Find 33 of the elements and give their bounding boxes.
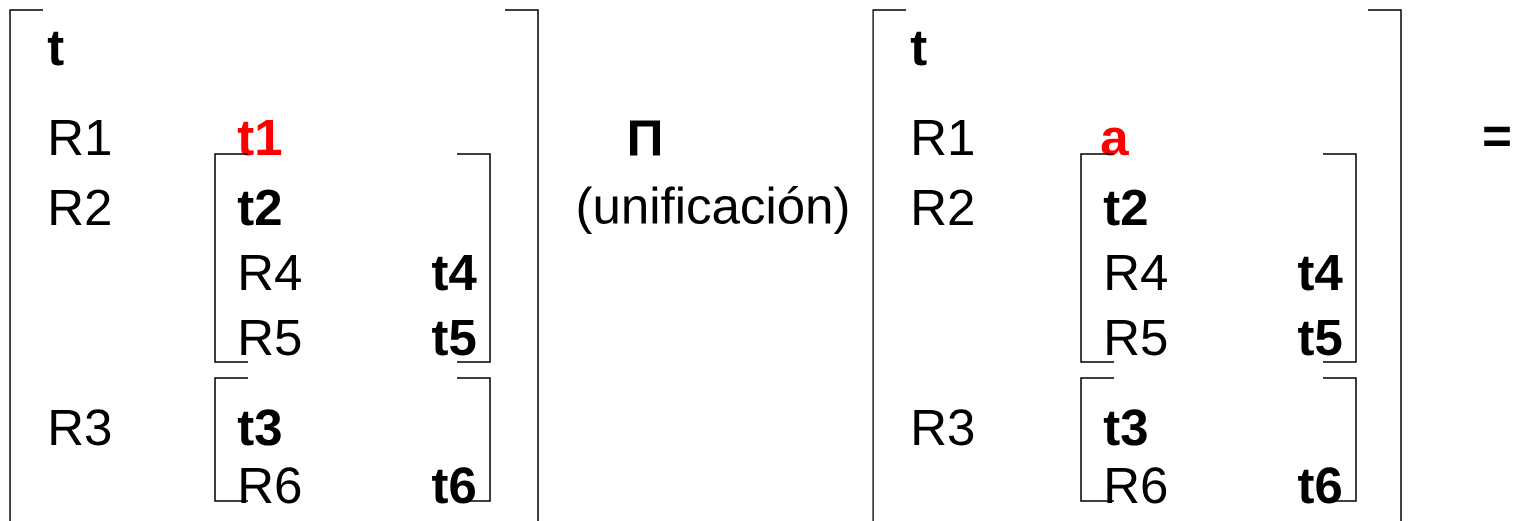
feature-label: R6 bbox=[1107, 467, 1167, 504]
feature-label: R3 bbox=[914, 409, 974, 446]
feature-value: t bbox=[910, 31, 927, 66]
feature-value: t bbox=[47, 31, 64, 66]
bracket-matrix bbox=[9, 9, 539, 521]
feature-value: t3 bbox=[1103, 409, 1147, 446]
feature-value: t5 bbox=[432, 319, 476, 356]
feature-label: R1 bbox=[51, 119, 110, 155]
feature-value: t6 bbox=[1298, 467, 1341, 504]
bracket-matrix bbox=[1080, 377, 1357, 502]
feature-label: R2 bbox=[914, 189, 973, 225]
equals-sign: = bbox=[1484, 126, 1510, 146]
bracket-matrix bbox=[872, 9, 1402, 521]
operator-symbol: Π bbox=[630, 120, 660, 156]
feature-label: R2 bbox=[51, 189, 110, 225]
feature-value: t4 bbox=[432, 254, 477, 291]
feature-value: t3 bbox=[237, 409, 281, 446]
operator-caption: (unificación) bbox=[578, 185, 848, 235]
feature-value: a bbox=[1101, 127, 1129, 156]
feature-value: t4 bbox=[1298, 254, 1343, 291]
feature-label: R1 bbox=[914, 119, 973, 155]
feature-label: R4 bbox=[241, 254, 301, 290]
feature-value: t1 bbox=[237, 119, 282, 156]
feature-value: t2 bbox=[237, 189, 281, 226]
feature-value: t2 bbox=[1103, 189, 1147, 226]
feature-label: R5 bbox=[1107, 319, 1167, 356]
feature-label: R5 bbox=[241, 319, 301, 356]
feature-label: R6 bbox=[241, 467, 301, 504]
feature-value: t5 bbox=[1298, 319, 1342, 356]
feature-label: R4 bbox=[1107, 254, 1167, 290]
feature-label: R3 bbox=[51, 409, 111, 446]
bracket-matrix bbox=[214, 377, 491, 502]
feature-value: t6 bbox=[432, 467, 475, 504]
